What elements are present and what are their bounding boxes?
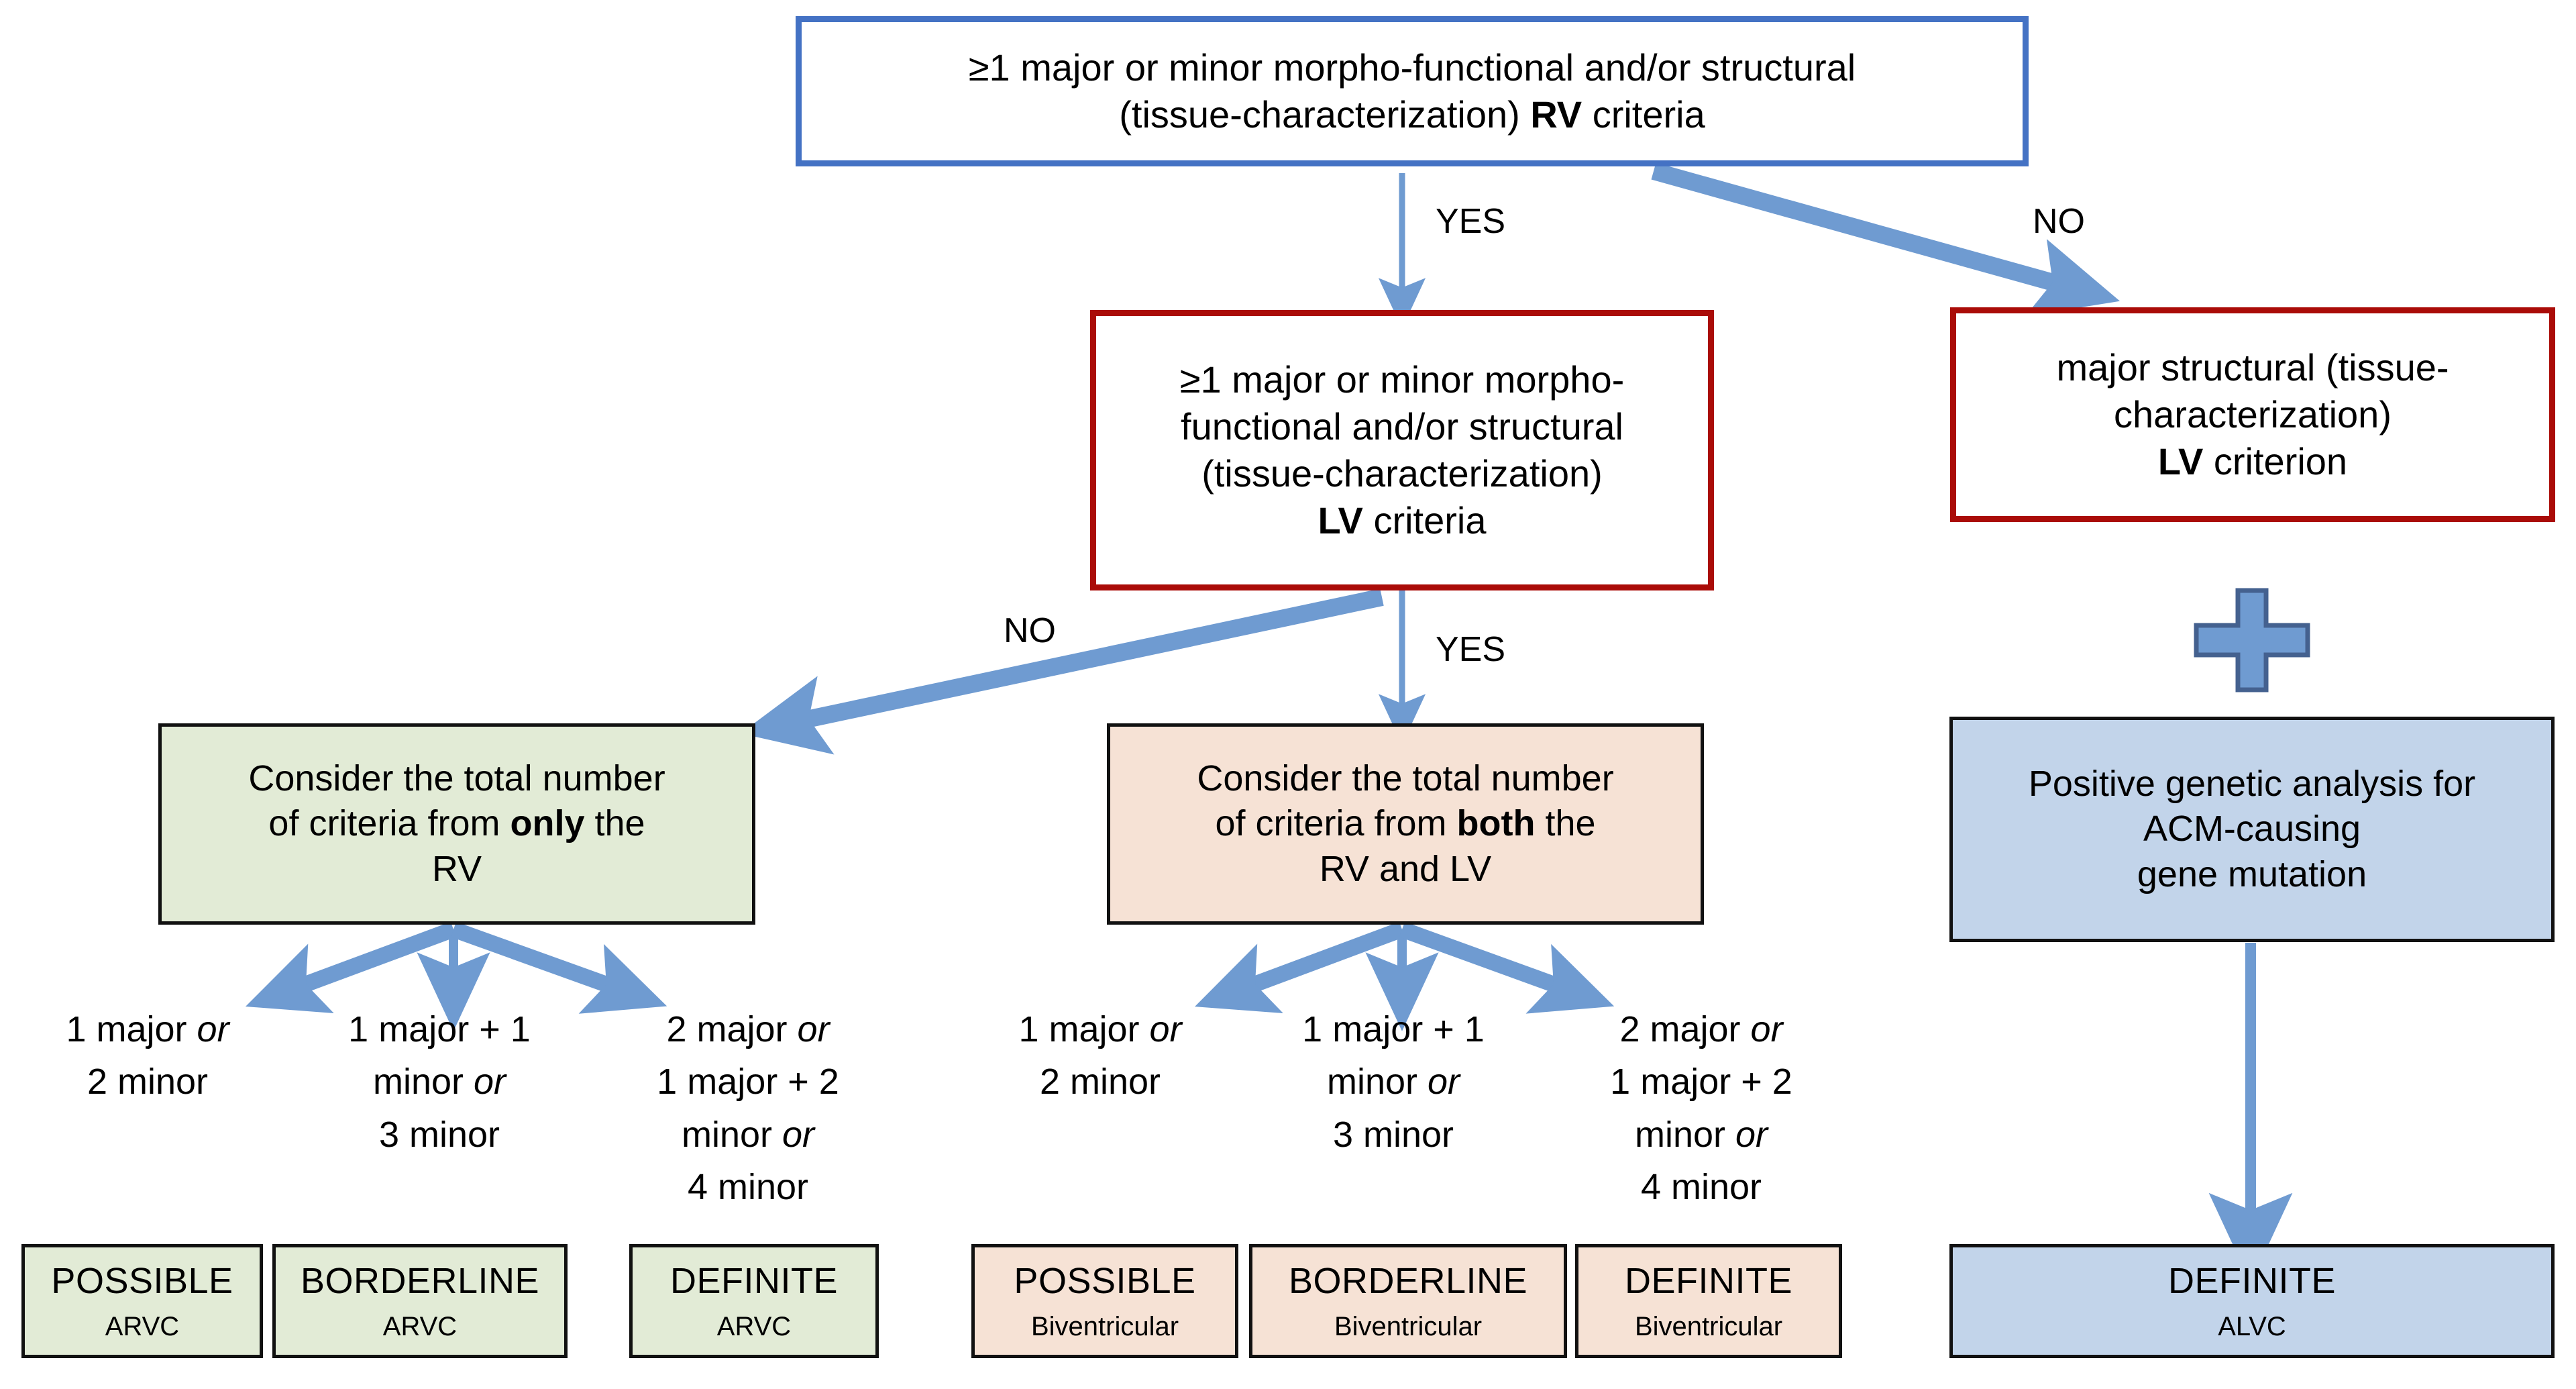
lv-criteria-line4: LV criteria xyxy=(1318,497,1487,544)
outcome-title: DEFINITE xyxy=(2167,1261,2336,1302)
arrow-lv-no xyxy=(740,588,1384,755)
rv-criteria-line2-pre: (tissue-characterization) xyxy=(1119,93,1531,136)
consider-both-line2-bold: both xyxy=(1456,803,1536,844)
consider-rv-line1: Consider the total number xyxy=(248,758,665,799)
rv-criteria-line2-post: criteria xyxy=(1582,93,1705,136)
consider-both-line2-pre: of criteria from xyxy=(1215,803,1457,844)
criteria-line: minor or xyxy=(372,1062,506,1102)
arrow-biv-left xyxy=(1195,921,1405,1013)
edge-label-lv-yes: YES xyxy=(1436,630,1506,669)
criteria-arvc-2: 2 major or 1 major + 2 minor or 4 minor xyxy=(607,1003,889,1213)
outcome-subtitle: ARVC xyxy=(105,1311,180,1341)
outcome-title: POSSIBLE xyxy=(1014,1261,1196,1302)
criteria-line: minor or xyxy=(1634,1114,1768,1155)
arrow-arvc-left xyxy=(245,921,457,1014)
lv-major-line1: major structural (tissue- xyxy=(2056,346,2449,389)
outcome-title: BORDERLINE xyxy=(300,1261,540,1302)
criteria-line: 1 major + 2 xyxy=(657,1062,839,1102)
outcome-arvc-possible[interactable]: POSSIBLE ARVC xyxy=(21,1244,263,1358)
outcome-subtitle: ALVC xyxy=(2218,1311,2286,1341)
criteria-line: 4 minor xyxy=(687,1166,809,1207)
consider-rv-line3: RV xyxy=(431,848,482,889)
consider-rv-line2-pre: of criteria from xyxy=(268,803,511,844)
criteria-arvc-1: 1 major + 1 minor or 3 minor xyxy=(295,1003,584,1161)
node-rv-criteria[interactable]: ≥1 major or minor morpho-functional and/… xyxy=(796,16,2029,166)
criteria-line: minor or xyxy=(1326,1062,1460,1102)
outcome-title: BORDERLINE xyxy=(1288,1261,1528,1302)
lv-major-line3: LV criterion xyxy=(2158,438,2347,485)
lv-criteria-line3: (tissue-characterization) xyxy=(1201,452,1603,495)
criteria-biventricular-1: 1 major + 1 minor or 3 minor xyxy=(1249,1003,1538,1161)
consider-rv-line2-post: the xyxy=(584,803,645,844)
consider-both-line2: of criteria from both the xyxy=(1215,801,1595,847)
rv-criteria-line2-bold: RV xyxy=(1530,93,1582,136)
criteria-biventricular-0: 1 major or 2 minor xyxy=(973,1003,1228,1109)
arrow-biv-right xyxy=(1399,921,1615,1014)
node-lv-major-structural[interactable]: major structural (tissue- characterizati… xyxy=(1950,307,2555,522)
criteria-line: 1 major + 1 xyxy=(1302,1009,1485,1049)
outcome-title: POSSIBLE xyxy=(51,1261,233,1302)
outcome-title: DEFINITE xyxy=(669,1261,838,1302)
lv-major-line2: characterization) xyxy=(2114,393,2392,435)
criteria-line: 2 minor xyxy=(1039,1062,1161,1102)
consider-rv-line2: of criteria from only the xyxy=(268,801,645,847)
arrow-arvc-right xyxy=(450,921,667,1014)
genetic-line2: ACM-causing xyxy=(2143,809,2361,850)
outcome-biventricular-possible[interactable]: POSSIBLE Biventricular xyxy=(971,1244,1238,1358)
outcome-biventricular-definite[interactable]: DEFINITE Biventricular xyxy=(1575,1244,1842,1358)
outcome-subtitle: Biventricular xyxy=(1334,1311,1483,1341)
criteria-line: 1 major or xyxy=(1018,1009,1182,1049)
edge-label-rv-yes: YES xyxy=(1436,202,1506,241)
rv-criteria-line2: (tissue-characterization) RV criteria xyxy=(1119,91,1705,138)
outcome-subtitle: Biventricular xyxy=(1030,1311,1179,1341)
outcome-title: DEFINITE xyxy=(1624,1261,1792,1302)
outcome-alvc-definite[interactable]: DEFINITE ALVC xyxy=(1949,1244,2555,1358)
outcome-subtitle: Biventricular xyxy=(1634,1311,1783,1341)
consider-both-line1: Consider the total number xyxy=(1197,758,1614,799)
criteria-line: 1 major + 2 xyxy=(1610,1062,1792,1102)
node-consider-both[interactable]: Consider the total number of criteria fr… xyxy=(1107,723,1704,925)
consider-both-line2-post: the xyxy=(1535,803,1596,844)
criteria-line: 3 minor xyxy=(1332,1114,1454,1155)
criteria-line: 3 minor xyxy=(378,1114,500,1155)
outcome-biventricular-borderline[interactable]: BORDERLINE Biventricular xyxy=(1249,1244,1567,1358)
lv-criteria-line4-bold: LV xyxy=(1318,499,1363,542)
outcome-arvc-definite[interactable]: DEFINITE ARVC xyxy=(629,1244,879,1358)
criteria-line: 1 major + 1 xyxy=(348,1009,531,1049)
lv-criteria-line4-post: criteria xyxy=(1362,499,1487,542)
lv-major-line3-post: criterion xyxy=(2203,440,2348,482)
node-lv-criteria[interactable]: ≥1 major or minor morpho- functional and… xyxy=(1090,310,1714,590)
plus-icon xyxy=(2192,586,2312,694)
genetic-line3: gene mutation xyxy=(2137,854,2367,894)
arrow-rv-no xyxy=(1651,162,2121,317)
criteria-arvc-0: 1 major or 2 minor xyxy=(20,1003,275,1109)
node-genetic-analysis[interactable]: Positive genetic analysis for ACM-causin… xyxy=(1949,717,2555,942)
rv-criteria-line1: ≥1 major or minor morpho-functional and/… xyxy=(968,46,1856,89)
criteria-line: 2 major or xyxy=(666,1009,830,1049)
consider-both-line3: RV and LV xyxy=(1319,848,1492,889)
criteria-line: minor or xyxy=(681,1114,815,1155)
lv-criteria-line2: functional and/or structural xyxy=(1181,405,1623,448)
criteria-line: 2 minor xyxy=(87,1062,209,1102)
criteria-line: 4 minor xyxy=(1640,1166,1762,1207)
criteria-biventricular-2: 2 major or 1 major + 2 minor or 4 minor xyxy=(1560,1003,1842,1213)
outcome-arvc-borderline[interactable]: BORDERLINE ARVC xyxy=(272,1244,568,1358)
outcome-subtitle: ARVC xyxy=(716,1311,792,1341)
criteria-line: 2 major or xyxy=(1619,1009,1783,1049)
outcome-subtitle: ARVC xyxy=(382,1311,458,1341)
lv-major-line3-bold: LV xyxy=(2157,440,2204,482)
consider-rv-line2-bold: only xyxy=(510,803,585,844)
edge-label-rv-no: NO xyxy=(2033,202,2085,241)
genetic-line1: Positive genetic analysis for xyxy=(2028,763,2476,804)
criteria-line: 1 major or xyxy=(66,1009,229,1049)
edge-label-lv-no: NO xyxy=(1004,611,1056,650)
lv-criteria-line1: ≥1 major or minor morpho- xyxy=(1179,358,1625,401)
node-consider-rv-only[interactable]: Consider the total number of criteria fr… xyxy=(158,723,755,925)
